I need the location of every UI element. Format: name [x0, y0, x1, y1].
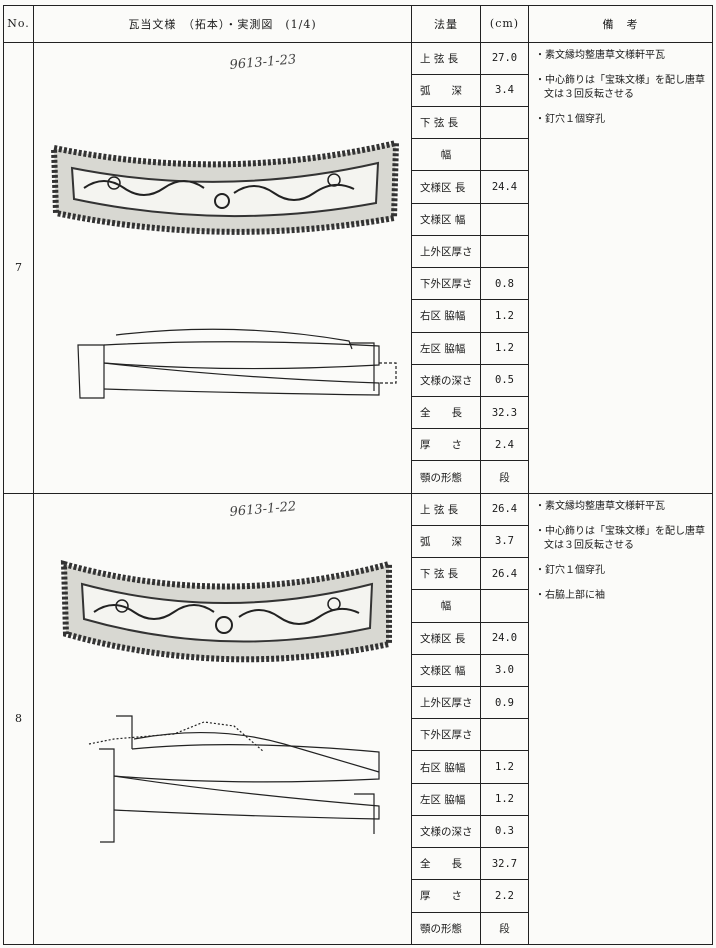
header-remarks: 備 考 [528, 5, 713, 43]
measure-value: 段 [480, 460, 529, 494]
measure-label: 下 弦 長 [411, 557, 481, 591]
measure-label: 幅 [411, 138, 481, 172]
header-no: No. [3, 5, 34, 43]
header-measure: 法量 [411, 5, 481, 43]
measure-label: 上外区厚さ [411, 234, 481, 269]
measure-value: 1.2 [480, 782, 529, 816]
measure-label: 文様区 幅 [411, 653, 481, 687]
rubbing-image [50, 138, 400, 235]
measure-value: 2.4 [480, 428, 529, 462]
measure-label: 下外区厚さ [411, 718, 481, 752]
header-row: No. 瓦当文様 （拓本）・実測図 (1/4) 法量 (cm) 備 考 [3, 5, 713, 43]
remark-line: ・素文縁均整唐草文様軒平瓦 [535, 500, 665, 512]
measure-label: 下外区厚さ [411, 267, 481, 301]
measure-label: 弧 深 [411, 524, 481, 559]
measure-value: 0.9 [480, 685, 529, 720]
measure-value: 1.2 [480, 331, 529, 365]
measure-label: 文様の深さ [411, 363, 481, 398]
tile-drawing: 9613-1-22 [60, 499, 392, 843]
measure-label: 左区 脇幅 [411, 782, 481, 816]
measure-label: 文様区 幅 [411, 202, 481, 236]
section-drawing [88, 715, 380, 843]
header-title: 瓦当文様 （拓本）・実測図 (1/4) [33, 5, 412, 43]
entry-row: 7 9613-1-23 [3, 41, 713, 494]
remark-line: ・釘穴１個穿孔 [535, 113, 605, 125]
measure-value [480, 202, 529, 236]
remark-line: ・右脇上部に袖 [535, 589, 605, 601]
roof-tile-record-table: No. 瓦当文様 （拓本）・実測図 (1/4) 法量 (cm) 備 考 7 96… [3, 5, 713, 946]
measure-label: 上 弦 長 [411, 41, 481, 75]
measure-value: 24.0 [480, 621, 529, 655]
measure-label: 左区 脇幅 [411, 331, 481, 365]
measure-label: 全 長 [411, 847, 481, 881]
measure-value: 24.4 [480, 170, 529, 204]
measure-value: 32.3 [480, 395, 529, 430]
measure-value: 32.7 [480, 847, 529, 881]
measure-value [480, 138, 529, 172]
measure-label: 弧 深 [411, 73, 481, 108]
measure-label: 顎の形態 [411, 911, 481, 945]
measure-label: 厚 さ [411, 428, 481, 462]
handwritten-id: 9613-1-22 [229, 499, 297, 520]
remarks-cell: ・素文縁均整唐草文様軒平瓦 ・中心飾りは「宝珠文様」を配し唐草文は３回反転させる… [528, 492, 713, 946]
measure-value [480, 106, 529, 140]
measure-value [480, 718, 529, 752]
remark-line: ・素文縁均整唐草文様軒平瓦 [535, 49, 665, 61]
entry-number: 7 [3, 41, 34, 494]
measure-value: 26.4 [480, 492, 529, 526]
measure-label: 右区 脇幅 [411, 299, 481, 333]
measure-label: 文様区 長 [411, 621, 481, 655]
remark-line: ・釘穴１個穿孔 [535, 564, 605, 576]
measure-value [480, 234, 529, 269]
tile-drawing: 9613-1-23 [50, 52, 400, 399]
measure-label: 全 長 [411, 395, 481, 430]
measure-label: 文様区 長 [411, 170, 481, 204]
rubbing-image [60, 559, 392, 662]
measure-value: 2.2 [480, 879, 529, 913]
measure-value: 段 [480, 911, 529, 945]
measure-value [480, 589, 529, 623]
remarks-cell: ・素文縁均整唐草文様軒平瓦 ・中心飾りは「宝珠文様」を配し唐草文は３回反転させる… [528, 41, 713, 494]
measure-value: 1.2 [480, 750, 529, 784]
measure-label: 顎の形態 [411, 460, 481, 494]
measure-value: 0.8 [480, 267, 529, 301]
measure-label: 下 弦 長 [411, 106, 481, 140]
entry-row: 8 9613-1-22 [3, 492, 713, 946]
measure-label: 上 弦 長 [411, 492, 481, 526]
entry-number: 8 [3, 492, 34, 946]
measure-value: 3.0 [480, 653, 529, 687]
remark-line: ・中心飾りは「宝珠文様」を配し唐草文は３回反転させる [535, 74, 705, 100]
measure-label: 文様の深さ [411, 814, 481, 849]
measure-label: 厚 さ [411, 879, 481, 913]
measure-value: 27.0 [480, 41, 529, 75]
measure-value: 0.3 [480, 814, 529, 849]
tile-drawing-cell: 9613-1-23 [33, 41, 412, 494]
section-drawing [77, 328, 397, 399]
measure-value: 0.5 [480, 363, 529, 398]
measure-value: 1.2 [480, 299, 529, 333]
measure-value: 26.4 [480, 557, 529, 591]
measure-label: 幅 [411, 589, 481, 623]
remark-line: ・中心飾りは「宝珠文様」を配し唐草文は３回反転させる [535, 525, 705, 551]
measure-label: 上外区厚さ [411, 685, 481, 720]
measure-label: 右区 脇幅 [411, 750, 481, 784]
tile-drawing-cell: 9613-1-22 [33, 492, 412, 946]
header-unit: (cm) [480, 5, 529, 43]
measure-value: 3.7 [480, 524, 529, 559]
measure-value: 3.4 [480, 73, 529, 108]
handwritten-id: 9613-1-23 [229, 52, 297, 73]
